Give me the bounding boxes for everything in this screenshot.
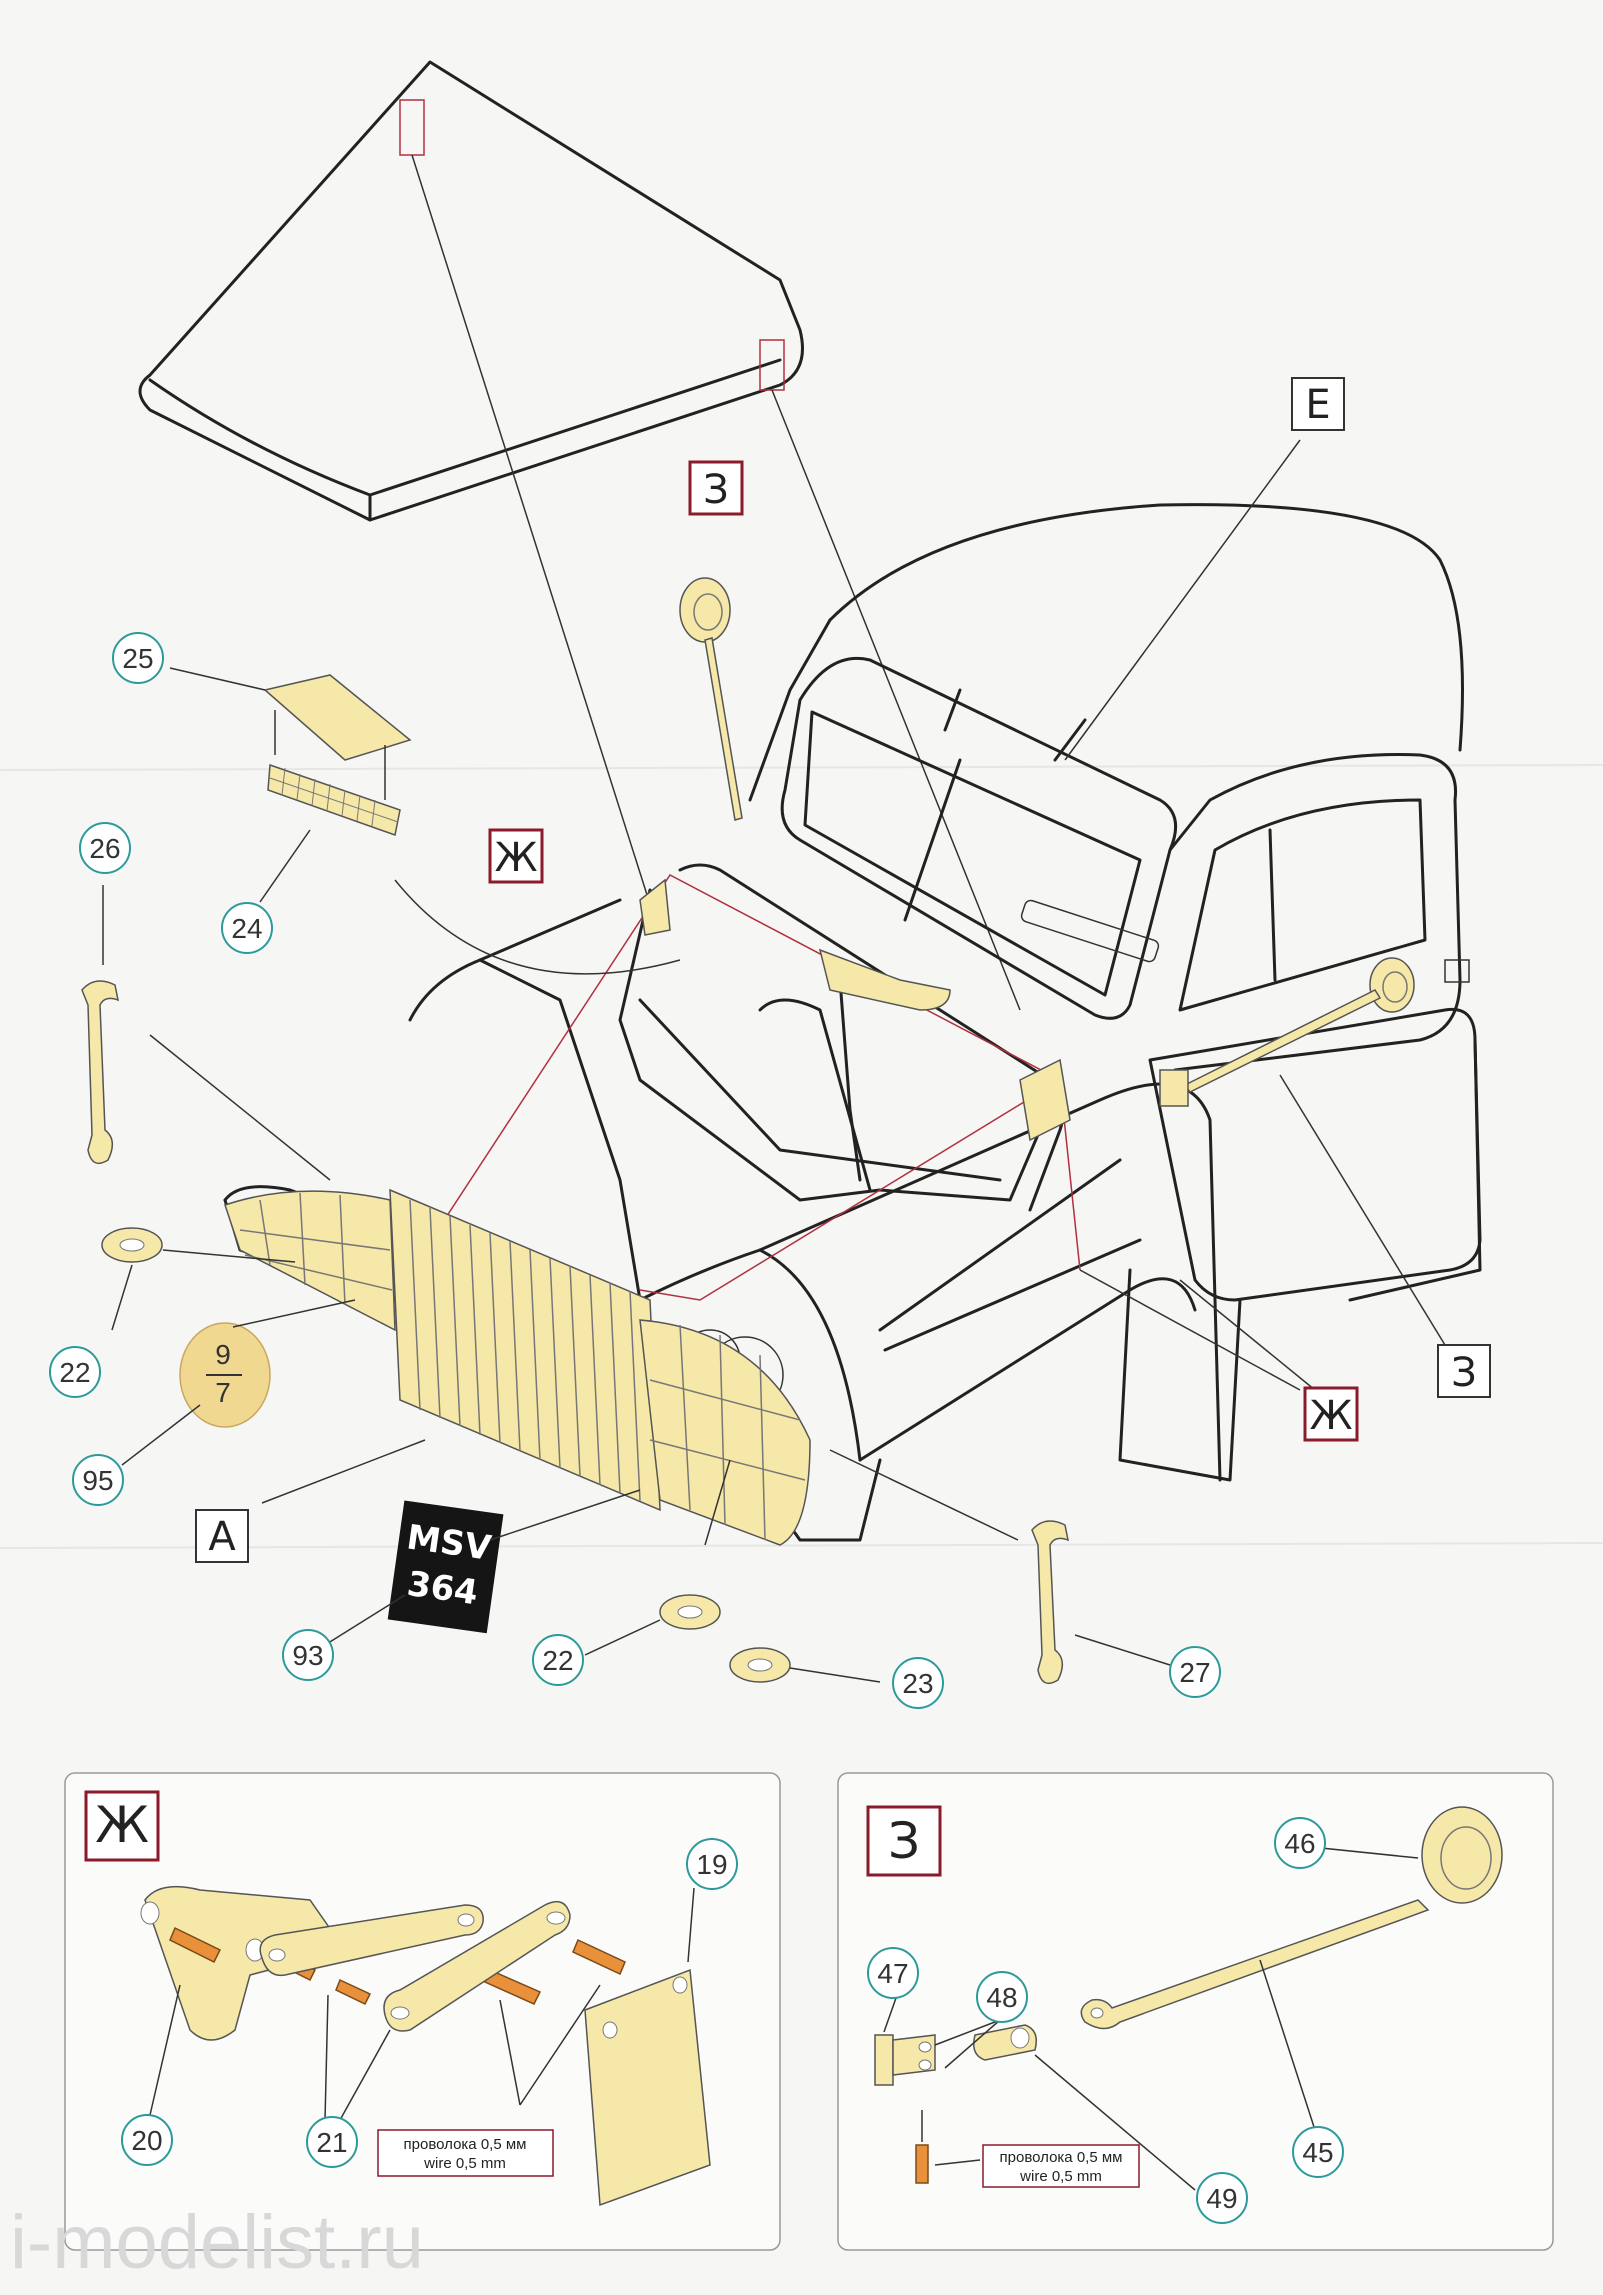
inset-zh-title-box: Ж xyxy=(84,1790,160,1862)
svg-text:Ж: Ж xyxy=(1309,1393,1352,1439)
mirror-assembly-right xyxy=(1159,957,1415,1107)
part-19-plate xyxy=(584,1968,711,2207)
svg-text:27: 27 xyxy=(1179,1657,1210,1688)
callout-22-left: 22 xyxy=(49,1346,101,1398)
part-93-license-plate: MSV 364 xyxy=(387,1500,504,1634)
disc-label-bottom: 7 xyxy=(215,1377,231,1408)
svg-text:З: З xyxy=(888,1812,920,1870)
svg-text:47: 47 xyxy=(877,1958,908,1989)
part-24-mesh-vent xyxy=(267,763,401,836)
svg-text:24: 24 xyxy=(231,913,262,944)
callout-49: 49 xyxy=(1196,2172,1248,2224)
svg-text:22: 22 xyxy=(542,1645,573,1676)
callout-20: 20 xyxy=(121,2114,173,2166)
wire-note-zh: проволока 0,5 мм wire 0,5 mm xyxy=(377,2129,554,2177)
svg-text:З: З xyxy=(703,467,729,513)
svg-text:25: 25 xyxy=(122,643,153,674)
part-27-hood-handle xyxy=(1031,1520,1070,1685)
svg-text:22: 22 xyxy=(59,1357,90,1388)
pin-wire xyxy=(915,2144,929,2184)
part-23-washer xyxy=(729,1647,791,1683)
part-21-link-1 xyxy=(259,1904,484,1977)
label-box-Zh-right: Ж xyxy=(1303,1386,1359,1442)
pin-5 xyxy=(572,1938,626,1976)
mirror-assembly-top xyxy=(679,577,743,821)
svg-text:Ж: Ж xyxy=(95,1796,149,1854)
front-grille-assembly xyxy=(224,1188,811,1546)
svg-text:46: 46 xyxy=(1284,1828,1315,1859)
watermark: i-modelist.ru xyxy=(10,2200,424,2285)
part-46-mirror xyxy=(1421,1806,1503,1904)
fold-line-bottom xyxy=(0,1542,1603,1549)
roof-guide-line-2 xyxy=(771,389,1021,1011)
pin-1 xyxy=(169,1926,222,1964)
part-22-washer-bottom xyxy=(659,1594,721,1630)
hinge-bracket-installed-left xyxy=(639,878,671,936)
part-22-washer-left xyxy=(101,1227,163,1263)
svg-text:З: З xyxy=(1451,1350,1477,1396)
svg-text:19: 19 xyxy=(696,1849,727,1880)
callout-93: 93 xyxy=(282,1629,334,1681)
callout-24: 24 xyxy=(221,902,273,954)
part-25-cover-plate xyxy=(263,674,412,800)
label-box-Z-top: З xyxy=(688,460,744,516)
callout-21: 21 xyxy=(306,2116,358,2168)
label-box-E: E xyxy=(1291,377,1345,431)
cab-roof-part xyxy=(138,60,804,522)
label-box-Zh-mid: Ж xyxy=(488,828,544,884)
part-26-hood-handle xyxy=(81,980,120,1165)
callout-48: 48 xyxy=(976,1971,1028,2023)
svg-text:A: A xyxy=(208,1514,236,1560)
fold-line-top xyxy=(0,764,1603,771)
callout-45: 45 xyxy=(1292,2126,1344,2178)
part-45-mirror-arm xyxy=(1080,1899,1430,2030)
callout-95: 95 xyxy=(72,1454,124,1506)
svg-text:21: 21 xyxy=(316,2127,347,2158)
callout-47: 47 xyxy=(867,1947,919,1999)
red-guide-line xyxy=(404,874,1081,1281)
pointer-lines xyxy=(102,439,1446,1683)
red-guide-line-2 xyxy=(639,1079,1061,1301)
callout-46: 46 xyxy=(1274,1817,1326,1869)
inset-panel-zh: Ж 19 20 xyxy=(64,1772,781,2251)
svg-text:E: E xyxy=(1305,382,1330,428)
svg-text:проволока 0,5 мм: проволока 0,5 мм xyxy=(1000,2149,1123,2166)
svg-text:23: 23 xyxy=(902,1668,933,1699)
label-box-Z-right: З xyxy=(1437,1344,1491,1398)
svg-text:проволока 0,5 мм: проволока 0,5 мм xyxy=(404,2136,527,2153)
callout-27: 27 xyxy=(1169,1646,1221,1698)
cowl-vent-installed xyxy=(818,948,951,1011)
svg-text:26: 26 xyxy=(89,833,120,864)
svg-text:49: 49 xyxy=(1206,2183,1237,2214)
svg-text:45: 45 xyxy=(1302,2137,1333,2168)
disc-label-top: 9 xyxy=(215,1339,231,1370)
inset-panel-z: З 46 xyxy=(837,1772,1554,2251)
wire-note-z: проволока 0,5 мм wire 0,5 mm xyxy=(982,2144,1140,2188)
callout-22-bottom: 22 xyxy=(532,1634,584,1686)
svg-text:95: 95 xyxy=(82,1465,113,1496)
pin-3 xyxy=(335,1978,372,2005)
svg-text:Ж: Ж xyxy=(494,835,537,881)
inset-z-title-box: З xyxy=(866,1805,942,1877)
part-21-link-2 xyxy=(383,1900,571,2032)
svg-text:wire 0,5 mm: wire 0,5 mm xyxy=(423,2155,506,2172)
callout-23: 23 xyxy=(892,1657,944,1709)
svg-text:93: 93 xyxy=(292,1640,323,1671)
roof-guide-line-1 xyxy=(411,154,656,921)
callout-25: 25 xyxy=(112,632,164,684)
hinge-bracket-installed xyxy=(1019,1058,1071,1142)
label-box-A: A xyxy=(195,1509,249,1563)
callout-19: 19 xyxy=(686,1838,738,1890)
svg-text:wire 0,5 mm: wire 0,5 mm xyxy=(1019,2168,1102,2185)
svg-text:48: 48 xyxy=(986,1982,1017,2013)
part-47-bracket xyxy=(874,2034,894,2086)
callout-26: 26 xyxy=(79,822,131,874)
svg-text:20: 20 xyxy=(131,2125,162,2156)
plate-line-2: 364 xyxy=(405,1564,481,1613)
part-95-decal-disc: 9 7 xyxy=(179,1322,271,1428)
